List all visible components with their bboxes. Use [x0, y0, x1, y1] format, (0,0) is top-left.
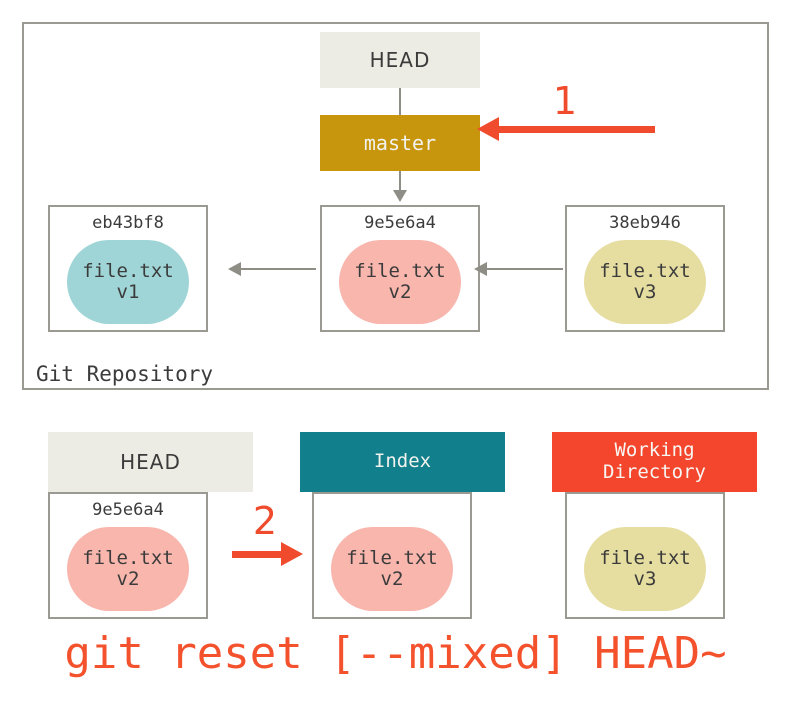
- commit-sha-label: 38eb946: [609, 213, 681, 233]
- blob-filename: file.txt: [82, 259, 174, 282]
- parent-link-arrow-icon: [474, 262, 487, 276]
- area-box-head: 9e5e6a4 file.txt v2: [48, 492, 208, 619]
- git-repository-label: Git Repository: [36, 362, 214, 386]
- area-box-index: file.txt v2: [312, 492, 472, 619]
- callout-1-arrow-shaft: [495, 126, 655, 133]
- area-header-label: Index: [373, 450, 432, 473]
- area-sha-label: 9e5e6a4: [92, 500, 164, 520]
- blob-filename: file.txt: [599, 259, 691, 282]
- blob-version: v2: [388, 281, 412, 303]
- head-pointer-box: HEAD: [320, 32, 480, 88]
- blob-file-v3: file.txt v3: [584, 527, 706, 611]
- parent-link-arrow-icon: [228, 262, 241, 276]
- blob-filename: file.txt: [599, 546, 691, 569]
- blob-file-v2: file.txt v2: [331, 527, 453, 611]
- master-to-commit-connector: [399, 171, 401, 197]
- parent-link-line: [238, 268, 316, 270]
- blob-file-v3: file.txt v3: [584, 240, 706, 324]
- blob-file-v2: file.txt v2: [67, 527, 189, 611]
- area-header-working-directory: Working Directory: [552, 432, 757, 492]
- parent-link-line: [485, 268, 563, 270]
- blob-filename: file.txt: [346, 546, 438, 569]
- callout-2-number: 2: [252, 499, 278, 543]
- commit-sha-label: eb43bf8: [92, 213, 164, 233]
- area-header-label: Working Directory: [603, 439, 706, 484]
- area-box-working-directory: file.txt v3: [565, 492, 725, 619]
- blob-file-v1: file.txt v1: [67, 240, 189, 324]
- area-header-label: HEAD: [120, 449, 181, 474]
- commit-node-9e5e6a4: 9e5e6a4 file.txt v2: [320, 205, 480, 332]
- command-caption: git reset [--mixed] HEAD~: [64, 628, 727, 679]
- area-header-head: HEAD: [48, 432, 253, 492]
- head-pointer-label: HEAD: [369, 48, 431, 72]
- area-header-index: Index: [300, 432, 505, 492]
- blob-file-v2: file.txt v2: [339, 240, 461, 324]
- area-header-label-line1: Working: [614, 439, 695, 462]
- area-header-label-line2: Directory: [603, 461, 706, 483]
- blob-filename: file.txt: [354, 259, 446, 282]
- commit-node-38eb946: 38eb946 file.txt v3: [565, 205, 725, 332]
- callout-2-arrow-head-icon: [281, 542, 303, 566]
- head-to-master-connector: [399, 88, 401, 115]
- blob-version: v2: [116, 568, 140, 590]
- commit-sha-label: 9e5e6a4: [364, 213, 436, 233]
- blob-filename: file.txt: [82, 546, 174, 569]
- callout-1-arrow-head-icon: [477, 117, 499, 141]
- blob-version: v3: [633, 281, 657, 303]
- master-branch-label: master: [363, 131, 437, 155]
- blob-version: v1: [116, 281, 140, 303]
- callout-2-arrow-shaft: [232, 551, 284, 558]
- blob-version: v3: [633, 568, 657, 590]
- master-to-commit-arrowhead: [393, 190, 407, 202]
- commit-node-eb43bf8: eb43bf8 file.txt v1: [48, 205, 208, 332]
- master-branch-box: master: [320, 115, 480, 171]
- blob-version: v2: [380, 568, 404, 590]
- callout-1-number: 1: [552, 79, 578, 123]
